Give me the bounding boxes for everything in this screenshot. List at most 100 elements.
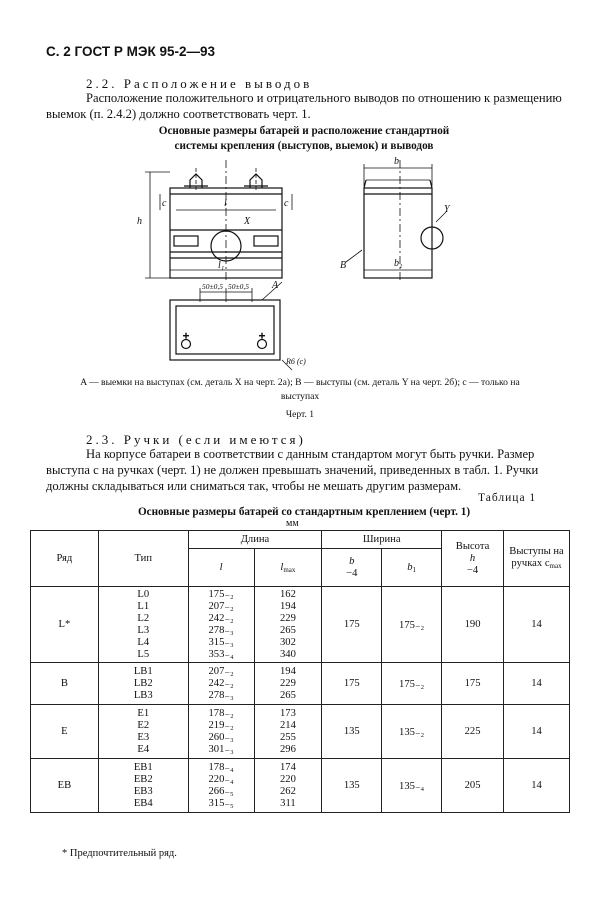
- header-b: b−4: [321, 548, 383, 587]
- l-cell: 242₋₂: [208, 677, 234, 689]
- c-cell: 14: [503, 586, 570, 663]
- section-2-2-title: 2.2. Расположение выводов: [86, 76, 313, 91]
- table-label: Таблица 1: [478, 492, 537, 504]
- lmax-cell: 229: [279, 612, 296, 624]
- row-series: L*: [30, 586, 99, 663]
- b1-cell: 135₋₂: [381, 704, 443, 759]
- h-cell: 225: [441, 704, 504, 759]
- figure-caption-line2: системы крепления (выступов, выемок) и в…: [174, 140, 434, 152]
- figure-number: Черт. 1: [285, 409, 315, 420]
- type-cell: L1: [137, 600, 150, 612]
- lmax-cell: 229: [279, 677, 296, 689]
- l-cell: 301₋₃: [208, 743, 234, 755]
- header-row: Ряд: [30, 530, 99, 587]
- row-series: B: [30, 662, 99, 705]
- label-l: l: [224, 198, 227, 209]
- header-length: Длина: [187, 530, 323, 549]
- type-cell: L2: [137, 612, 150, 624]
- l-cell: 266₋₅: [208, 785, 234, 797]
- l-cell: 315₋₃: [208, 636, 234, 648]
- table-footnote: * Предпочтительный ряд.: [62, 848, 177, 859]
- lmax-cell: 214: [279, 719, 296, 731]
- type-cell: L3: [137, 624, 150, 636]
- l-cell: 278₋₃: [208, 689, 234, 701]
- label-dim1: 50±0,5: [202, 282, 223, 291]
- label-y: Y: [444, 204, 451, 215]
- type-cell: E3: [137, 731, 150, 743]
- type-cell: L4: [137, 636, 150, 648]
- label-h: h: [137, 216, 142, 227]
- section-2-3-text: На корпусе батареи в соответствии с данн…: [46, 447, 539, 493]
- header-l: l: [187, 548, 255, 587]
- section-2-3-title: 2.3. Ручки (если имеются): [86, 432, 306, 447]
- l-cell: 207₋₂: [208, 600, 234, 612]
- row-series: E: [30, 704, 99, 759]
- label-b: b: [394, 156, 399, 167]
- label-a: A: [271, 280, 279, 291]
- battery-drawing: h l l₁ X A c c b b₁ Y B 50±0,5 50±0,5 R6…: [137, 156, 451, 371]
- figure-caption-line1: Основные размеры батарей и расположение …: [158, 125, 450, 137]
- b1-cell: 175₋₂: [381, 586, 443, 663]
- label-c-left: c: [162, 198, 167, 209]
- b-cell: 175: [321, 662, 383, 705]
- h-cell: 175: [441, 662, 504, 705]
- page-header: С. 2 ГОСТ Р МЭК 95-2—93: [46, 44, 216, 59]
- header-type: Тип: [97, 530, 189, 587]
- lmax-cell: 162: [279, 588, 296, 600]
- type-cell: LB3: [133, 689, 153, 701]
- c-cell: 14: [503, 662, 570, 705]
- lmax-cell: 173: [279, 707, 296, 719]
- label-l1: l₁: [218, 260, 224, 271]
- h-cell: 205: [441, 758, 504, 813]
- lmax-cell: 265: [279, 624, 296, 636]
- header-lmax: lmax: [253, 548, 323, 587]
- l-cell: 260₋₃: [208, 731, 234, 743]
- label-x: X: [243, 216, 251, 227]
- type-cell: EB2: [133, 773, 153, 785]
- table-unit: мм: [286, 518, 299, 529]
- table-title: Основные размеры батарей со стандартным …: [137, 506, 471, 518]
- l-cell: 220₋₄: [208, 773, 234, 785]
- detail-y-circle: [420, 226, 444, 250]
- type-cell: EB3: [133, 785, 153, 797]
- lmax-cell: 296: [279, 743, 296, 755]
- type-cell: E1: [137, 707, 150, 719]
- l-cell: 178₋₂: [208, 707, 234, 719]
- b1-cell: 135₋₄: [381, 758, 443, 813]
- lmax-cell: 194: [279, 665, 296, 677]
- l-cell: 242₋₂: [208, 612, 234, 624]
- h-cell: 190: [441, 586, 504, 663]
- type-cell: LB1: [133, 665, 153, 677]
- c-cell: 14: [503, 758, 570, 813]
- label-r6: R6 (c): [285, 357, 306, 366]
- side-view-body: [363, 187, 433, 279]
- type-cell: L0: [137, 588, 150, 600]
- header-width: Ширина: [321, 530, 443, 549]
- c-cell: 14: [503, 704, 570, 759]
- lmax-cell: 340: [279, 648, 296, 660]
- type-cell: LB2: [133, 677, 153, 689]
- label-c-right: c: [284, 198, 289, 209]
- b-cell: 135: [321, 704, 383, 759]
- type-cell: EB1: [133, 761, 153, 773]
- l-cell: 315₋₅: [208, 797, 234, 809]
- lmax-cell: 174: [279, 761, 296, 773]
- label-dim2: 50±0,5: [228, 282, 249, 291]
- label-b1: b₁: [394, 258, 402, 269]
- label-bb: B: [340, 260, 346, 271]
- header-b1: b1: [381, 548, 443, 587]
- type-cell: EB4: [133, 797, 153, 809]
- type-cell: E4: [137, 743, 150, 755]
- lmax-cell: 220: [279, 773, 296, 785]
- lmax-cell: 262: [279, 785, 296, 797]
- l-cell: 178₋₄: [208, 761, 234, 773]
- row-series: EB: [30, 758, 99, 813]
- lmax-cell: 302: [279, 636, 296, 648]
- lmax-cell: 265: [279, 689, 296, 701]
- l-cell: 207₋₂: [208, 665, 234, 677]
- lmax-cell: 255: [279, 731, 296, 743]
- b-cell: 175: [321, 586, 383, 663]
